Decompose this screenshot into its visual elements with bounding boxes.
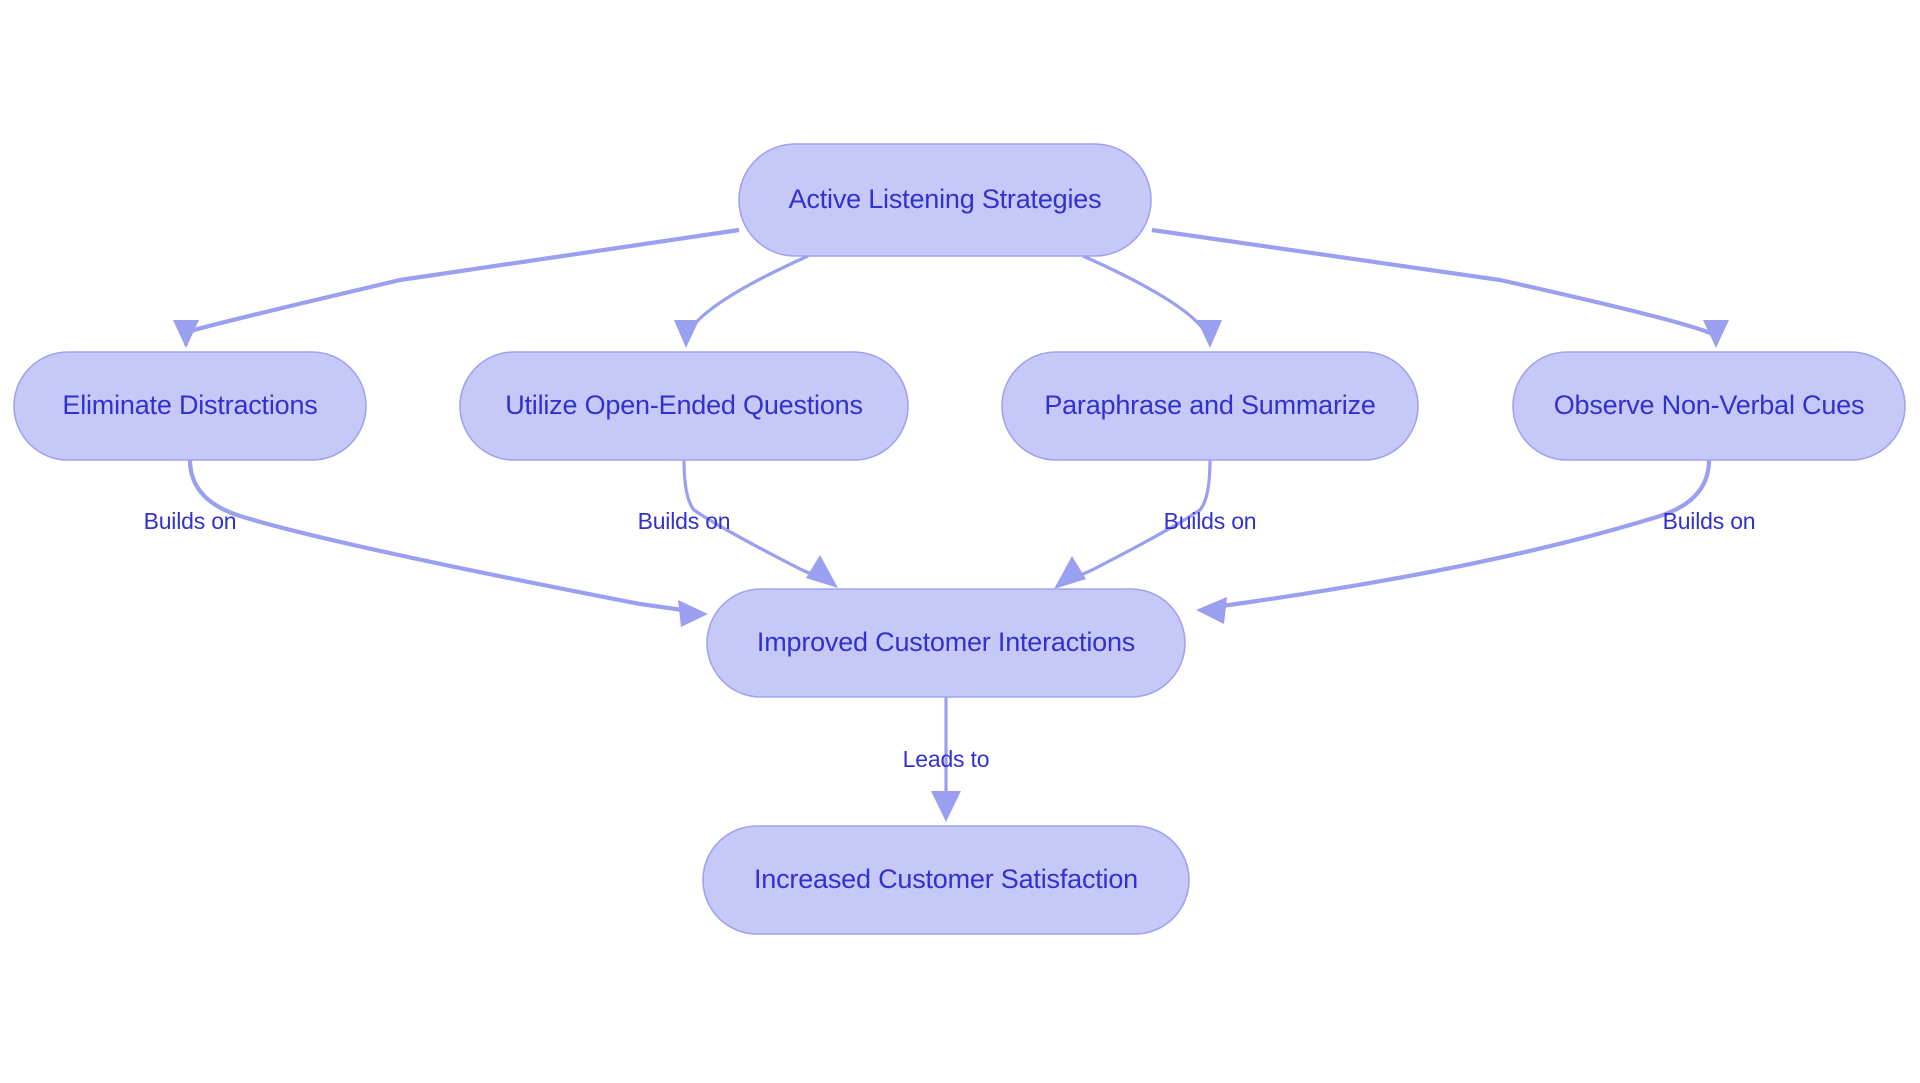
edge-path-2 [685, 254, 809, 334]
edge-path-5 [187, 459, 691, 614]
edge-arrowhead-5 [678, 600, 708, 627]
node-paraphrase-and-summarize[interactable]: Paraphrase and Summarize [1001, 351, 1419, 461]
edge-path-3 [1082, 254, 1209, 334]
node-label-active-listening-strategies: Active Listening Strategies [789, 184, 1102, 214]
node-shape-active-listening-strategies [738, 143, 1152, 257]
edge-arrowhead-1 [173, 320, 199, 348]
edge-path-6 [682, 459, 821, 580]
edge-path-1 [183, 227, 740, 347]
edge-path-8 [1214, 459, 1712, 610]
edge-label-builds-on-4: Builds on [1663, 508, 1756, 534]
edge-label-builds-on-2: Builds on [638, 508, 731, 534]
edge-utilize-open-ended-questions-to-improved-customer-interactions[interactable]: Builds on [638, 459, 838, 588]
edge-root-to-eliminate-distractions[interactable] [173, 227, 740, 348]
edge-layer: Builds on Builds on Builds on Builds on [144, 227, 1756, 822]
edge-paraphrase-and-summarize-to-improved-customer-interactions[interactable]: Builds on [1054, 459, 1257, 589]
edge-path-7 [1071, 459, 1212, 581]
edge-eliminate-distractions-to-improved-customer-interactions[interactable]: Builds on [144, 459, 708, 627]
node-layer: Active Listening Strategies Eliminate Di… [13, 143, 1906, 935]
edge-arrowhead-3 [1197, 320, 1222, 348]
edge-observe-non-verbal-cues-to-improved-customer-interactions[interactable]: Builds on [1196, 459, 1756, 624]
edge-arrowhead-9 [931, 791, 961, 822]
node-label-utilize-open-ended-questions: Utilize Open-Ended Questions [505, 390, 863, 420]
edge-arrowhead-2 [674, 320, 699, 348]
edge-root-to-paraphrase-and-summarize[interactable] [1082, 254, 1222, 348]
node-improved-customer-interactions[interactable]: Improved Customer Interactions [706, 588, 1186, 698]
node-shape-increased-customer-satisfaction [702, 825, 1190, 935]
edge-path-4 [1151, 227, 1716, 337]
node-shape-utilize-open-ended-questions [459, 351, 909, 461]
node-label-observe-non-verbal-cues: Observe Non-Verbal Cues [1554, 390, 1865, 420]
edge-arrowhead-6 [806, 555, 838, 588]
edge-arrowhead-8 [1196, 597, 1227, 624]
edge-label-builds-on-1: Builds on [144, 508, 237, 534]
node-utilize-open-ended-questions[interactable]: Utilize Open-Ended Questions [459, 351, 909, 461]
node-label-eliminate-distractions: Eliminate Distractions [62, 390, 317, 420]
node-shape-paraphrase-and-summarize [1001, 351, 1419, 461]
node-label-improved-customer-interactions: Improved Customer Interactions [757, 627, 1135, 657]
node-label-increased-customer-satisfaction: Increased Customer Satisfaction [754, 864, 1138, 894]
node-shape-observe-non-verbal-cues [1512, 351, 1906, 461]
node-label-paraphrase-and-summarize: Paraphrase and Summarize [1044, 390, 1375, 420]
node-increased-customer-satisfaction[interactable]: Increased Customer Satisfaction [702, 825, 1190, 935]
node-observe-non-verbal-cues[interactable]: Observe Non-Verbal Cues [1512, 351, 1906, 461]
edge-root-to-utilize-open-ended-questions[interactable] [674, 254, 809, 348]
edge-improved-customer-interactions-to-increased-customer-satisfaction[interactable]: Leads to [903, 697, 990, 822]
node-eliminate-distractions[interactable]: Eliminate Distractions [13, 351, 367, 461]
edge-label-leads-to: Leads to [903, 746, 990, 772]
node-shape-eliminate-distractions [13, 351, 367, 461]
node-shape-improved-customer-interactions [706, 588, 1186, 698]
edge-arrowhead-7 [1054, 556, 1086, 589]
edge-root-to-observe-non-verbal-cues[interactable] [1151, 227, 1729, 348]
edge-arrowhead-4 [1703, 320, 1729, 348]
node-active-listening-strategies[interactable]: Active Listening Strategies [738, 143, 1152, 257]
edge-label-builds-on-3: Builds on [1164, 508, 1257, 534]
